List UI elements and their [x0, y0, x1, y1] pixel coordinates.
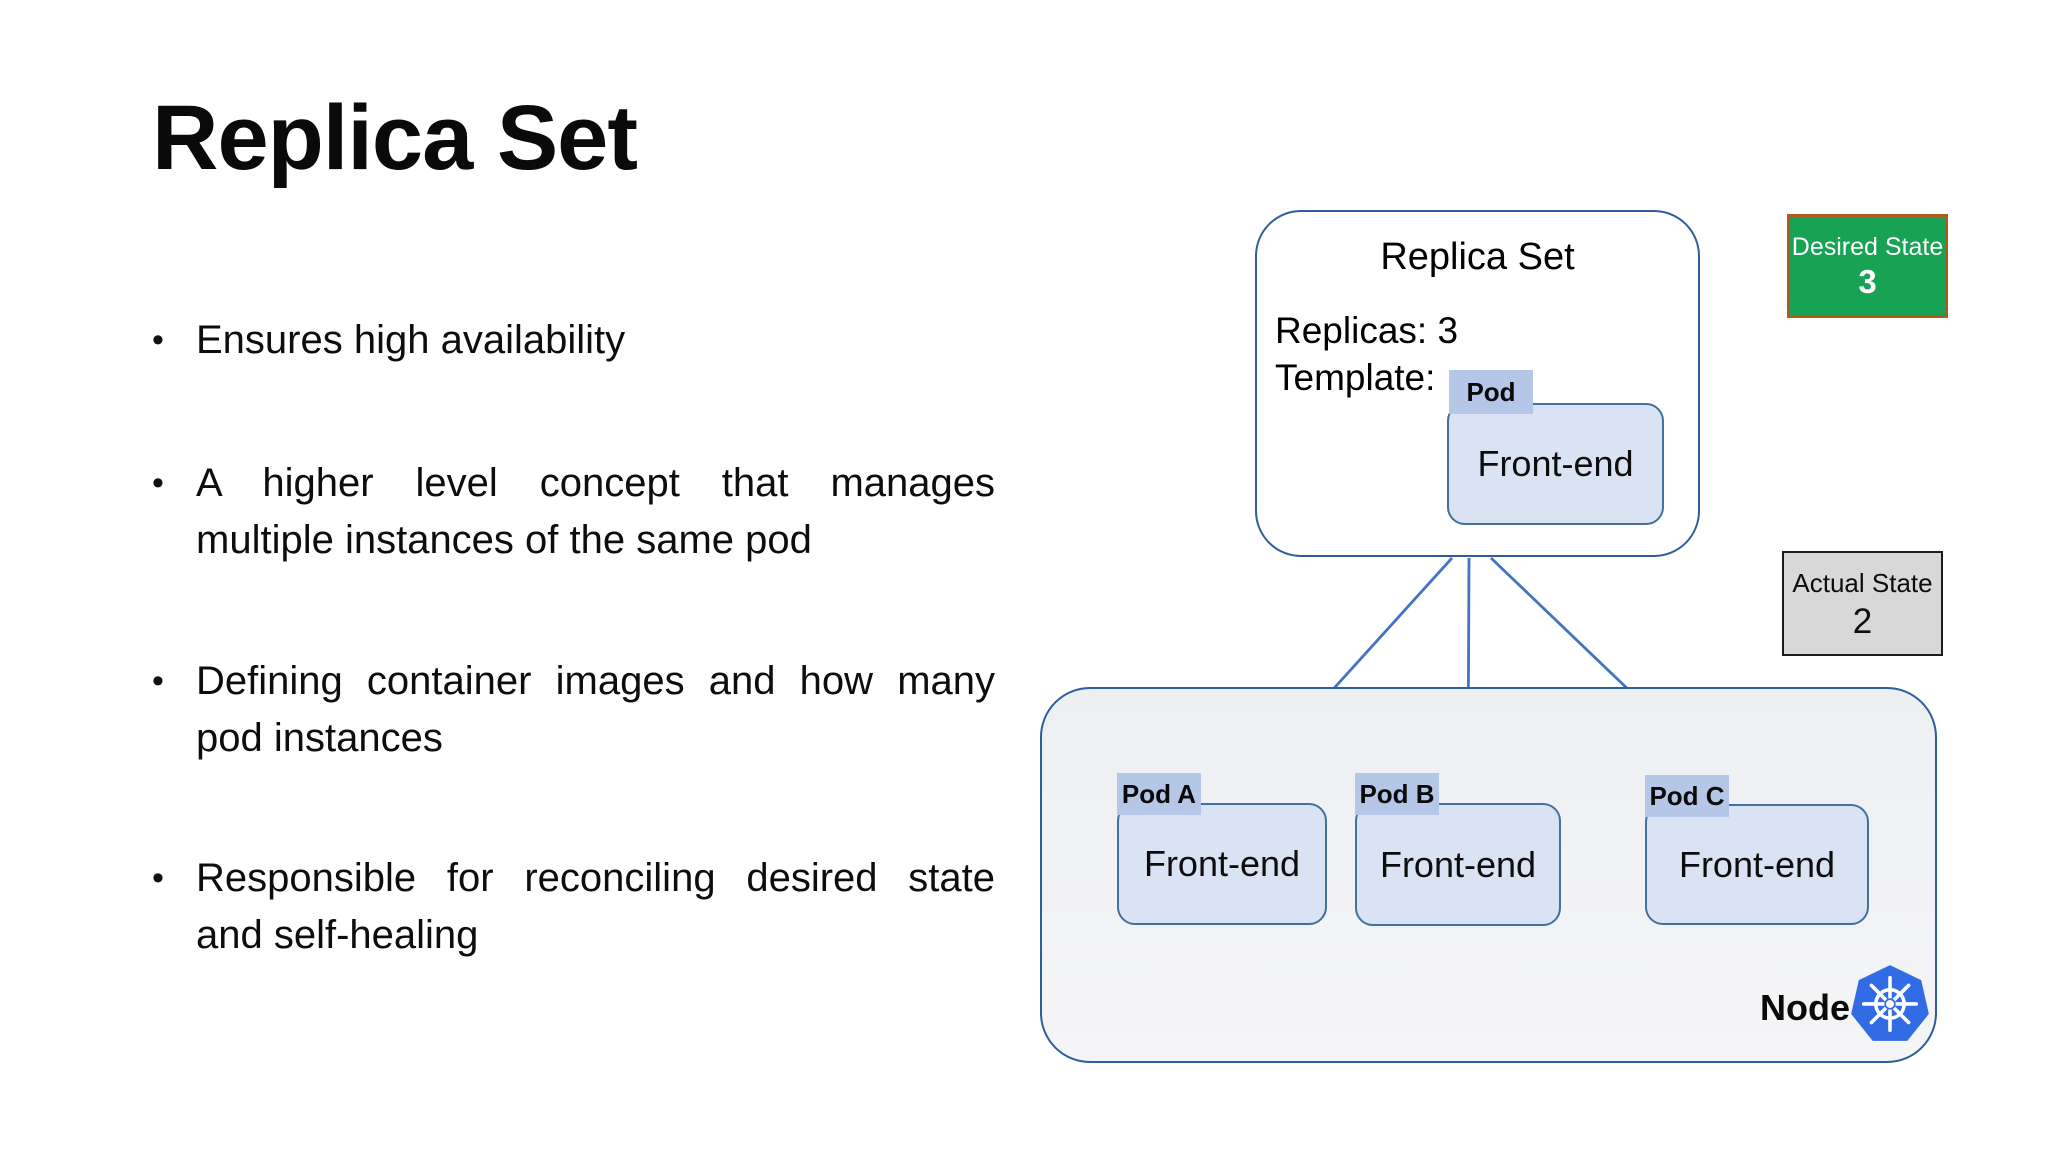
bullet-item: • Responsible for reconciling desired st…: [150, 850, 995, 964]
actual-state-value: 2: [1852, 601, 1873, 641]
replica-set-box: Replica Set Replicas: 3 Template: Pod Fr…: [1255, 210, 1700, 557]
desired-state-label: Desired State: [1791, 233, 1944, 261]
template-pod-container: Front-end: [1447, 403, 1664, 525]
pod-c-tab: Pod C: [1645, 775, 1729, 817]
bullet-glyph: •: [152, 321, 164, 359]
node-label: Node: [1760, 987, 1850, 1028]
node-box: Pod A Front-end Pod B Front-end Pod C Fr…: [1040, 687, 1937, 1063]
bullet-glyph: •: [152, 859, 164, 897]
bullet-glyph: •: [152, 464, 164, 502]
bullet-text: Ensures high availability: [196, 318, 626, 362]
bullet-text: multiple instances of the same pod: [196, 518, 812, 562]
pod-b-tab: Pod B: [1355, 773, 1439, 815]
bullet-text: A higher level concept that manages: [196, 461, 995, 505]
bullet-text: and self-healing: [196, 913, 479, 957]
actual-state-label: Actual State: [1792, 567, 1933, 598]
bullet-text: Responsible for reconciling desired stat…: [196, 856, 995, 900]
pod-a-container: Front-end: [1117, 803, 1327, 925]
bullet-item: • A higher level concept that manages mu…: [150, 455, 995, 569]
replica-set-box-title: Replica Set: [1380, 236, 1575, 278]
pod-b-container: Front-end: [1355, 803, 1561, 926]
template-label: Template:: [1275, 357, 1436, 398]
page-title: Replica Set: [152, 87, 638, 189]
bullet-item: • Defining container images and how many…: [150, 653, 995, 767]
actual-state-box: Actual State 2: [1782, 551, 1943, 656]
bullet-glyph: •: [152, 662, 164, 700]
pod-c-container: Front-end: [1645, 804, 1869, 925]
kubernetes-icon: [1851, 965, 1929, 1041]
template-pod-tab: Pod: [1449, 370, 1533, 414]
pod-a-tab: Pod A: [1117, 773, 1201, 815]
desired-state-box: Desired State 3: [1787, 214, 1948, 318]
bullet-text: Defining container images and how many: [196, 659, 995, 703]
replicas-count-label: Replicas: 3: [1275, 310, 1459, 351]
bullet-item: • Ensures high availability: [150, 312, 995, 369]
desired-state-value: 3: [1858, 263, 1877, 300]
bullet-text: pod instances: [196, 716, 443, 760]
